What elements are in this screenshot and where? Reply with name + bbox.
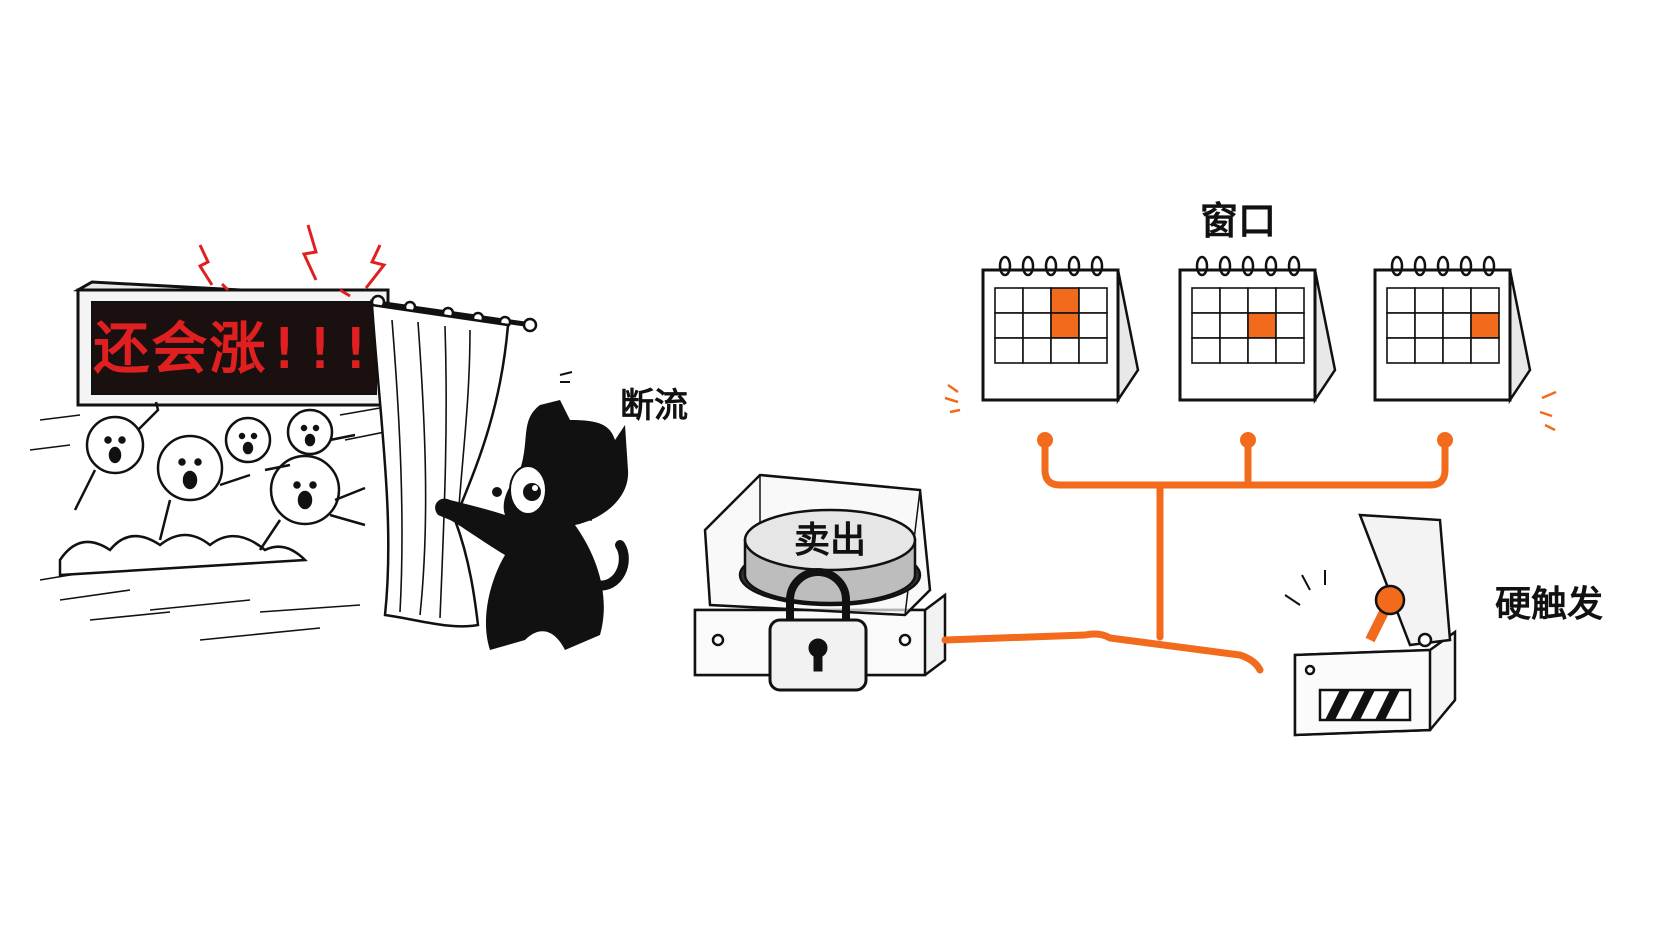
calendar-3 xyxy=(1373,255,1532,405)
led-sign: 还会涨!!! xyxy=(72,280,390,407)
cat-icon xyxy=(435,400,629,650)
window-label: 窗口 xyxy=(1200,199,1277,243)
calendar-cell xyxy=(1078,287,1108,314)
calendar-cell xyxy=(1275,337,1305,364)
calendar-cell xyxy=(1275,287,1305,314)
calendar-cell xyxy=(994,287,1024,314)
calendar-cell xyxy=(1191,337,1221,364)
calendar-cell xyxy=(1078,337,1108,364)
calendar-cell xyxy=(1219,287,1249,314)
calendar-cell xyxy=(1442,337,1472,364)
calendar-cell xyxy=(1022,287,1052,314)
calendar-cell xyxy=(1219,337,1249,364)
calendar-cell xyxy=(994,337,1024,364)
cutoff-dash xyxy=(559,371,573,383)
calendar-cell xyxy=(1386,337,1416,364)
calendar-2 xyxy=(1178,255,1337,405)
crowd-icon xyxy=(29,401,386,641)
calendar-cell xyxy=(1078,312,1108,339)
calendar-cell xyxy=(1470,312,1500,339)
curtain-icon xyxy=(369,294,538,628)
hard-trigger-label: 硬触发 xyxy=(1495,584,1604,625)
orange-wiring xyxy=(941,436,1449,674)
calendar-cell xyxy=(1470,337,1500,364)
calendar-cell xyxy=(1247,287,1277,314)
lightning-icon xyxy=(197,224,387,298)
calendar-cell xyxy=(1386,312,1416,339)
sell-button-label: 卖出 xyxy=(794,520,866,561)
calendar-cell xyxy=(1275,312,1305,339)
calendar-icon xyxy=(981,255,1532,405)
calendar-cell xyxy=(1442,312,1472,339)
calendar-cell xyxy=(1247,312,1277,339)
calendar-cell xyxy=(1470,287,1500,314)
led-sign-text: 还会涨!!! xyxy=(93,317,374,382)
calendar-cell xyxy=(1050,312,1080,339)
cutoff-label: 断流 xyxy=(620,386,688,426)
calendar-cell xyxy=(1414,312,1444,339)
calendar-cell xyxy=(1247,337,1277,364)
lever-burst xyxy=(1284,570,1326,606)
sparkle-marks xyxy=(944,383,1557,432)
padlock-icon xyxy=(768,568,868,692)
calendar-cell xyxy=(1022,312,1052,339)
calendar-cell xyxy=(994,312,1024,339)
calendar-cell xyxy=(1191,312,1221,339)
lever-switch-icon xyxy=(1293,513,1457,737)
calendar-cell xyxy=(1386,287,1416,314)
calendar-cell xyxy=(1050,337,1080,364)
calendar-cell xyxy=(1191,287,1221,314)
calendar-cell xyxy=(1414,337,1444,364)
calendar-cell xyxy=(1022,337,1052,364)
calendar-cell xyxy=(1442,287,1472,314)
calendar-cell xyxy=(1219,312,1249,339)
wire-nodes xyxy=(1037,432,1453,448)
calendar-cell xyxy=(1050,287,1080,314)
calendar-cell xyxy=(1414,287,1444,314)
calendar-1 xyxy=(981,255,1140,405)
